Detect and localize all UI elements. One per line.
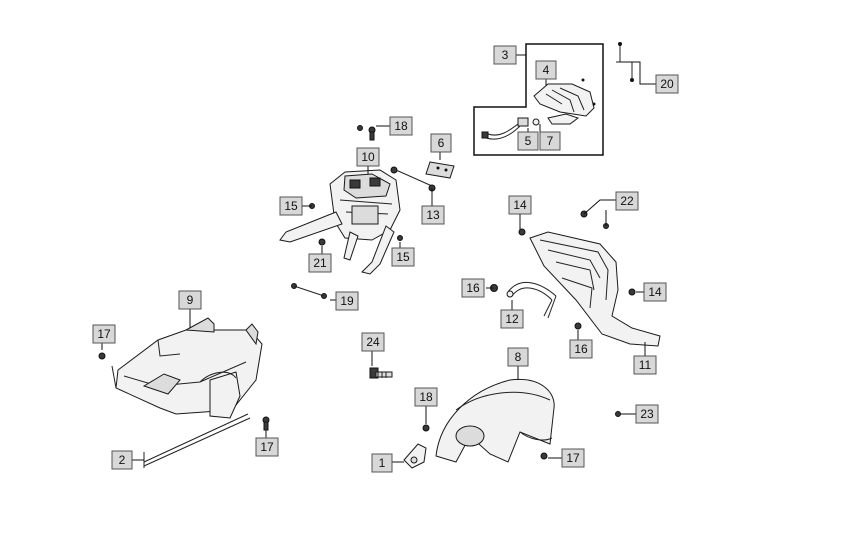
callout-18a: 18 xyxy=(389,116,413,136)
callout-6: 6 xyxy=(430,133,452,153)
callout-16a-text: 16 xyxy=(466,281,480,295)
callout-12-text: 12 xyxy=(505,312,519,326)
callout-14b-text: 14 xyxy=(648,285,662,299)
callout-24: 24 xyxy=(361,332,385,352)
callout-5-text: 5 xyxy=(525,134,532,148)
callout-17a-text: 17 xyxy=(97,327,111,341)
callout-17b-text: 17 xyxy=(260,440,274,454)
callout-16b: 16 xyxy=(569,339,593,359)
callout-23: 23 xyxy=(635,404,659,424)
callout-18a-text: 18 xyxy=(394,119,408,133)
callout-10-text: 10 xyxy=(361,150,375,164)
callout-13: 13 xyxy=(421,205,445,225)
callout-14a-text: 14 xyxy=(513,198,527,212)
callout-1: 1 xyxy=(371,453,393,473)
callout-1-text: 1 xyxy=(379,456,386,470)
callout-5: 5 xyxy=(517,131,539,151)
bolt-24 xyxy=(369,367,393,379)
callout-9: 9 xyxy=(178,290,202,310)
rear-fender-11 xyxy=(529,231,661,347)
callout-4: 4 xyxy=(535,60,557,80)
callout-11-text: 11 xyxy=(639,358,652,372)
callout-3-text: 3 xyxy=(502,48,509,62)
callout-7-text: 7 xyxy=(547,134,554,148)
callout-17b: 17 xyxy=(255,437,279,457)
small-clamp-1 xyxy=(403,443,427,469)
inner-fender-8 xyxy=(435,378,555,463)
callout-15a: 15 xyxy=(279,196,303,216)
callout-19-text: 19 xyxy=(340,294,354,308)
callout-14b: 14 xyxy=(643,282,667,302)
tail-light-inset xyxy=(473,43,604,156)
leader-lines xyxy=(101,54,656,463)
callout-15b: 15 xyxy=(391,247,415,267)
callout-15b-text: 15 xyxy=(396,250,410,264)
callout-7: 7 xyxy=(539,131,561,151)
tail-light-housing xyxy=(533,78,596,117)
callout-8: 8 xyxy=(507,347,529,367)
callout-11: 11 xyxy=(633,355,657,375)
callout-22: 22 xyxy=(615,191,639,211)
callout-17c-text: 17 xyxy=(566,451,580,465)
callout-2: 2 xyxy=(111,450,133,470)
callout-3: 3 xyxy=(493,45,517,65)
callout-14a: 14 xyxy=(508,195,532,215)
callout-16b-text: 16 xyxy=(574,342,588,356)
callout-17c: 17 xyxy=(561,448,585,468)
plate-light-6 xyxy=(425,161,455,179)
callout-18b-text: 18 xyxy=(419,390,433,404)
callout-21: 21 xyxy=(308,253,332,273)
bulb-socket-wiring xyxy=(481,117,540,140)
callout-18b: 18 xyxy=(414,387,438,407)
callout-22-text: 22 xyxy=(620,194,634,208)
plate-bracket-12 xyxy=(506,282,557,319)
callout-21-text: 21 xyxy=(313,256,327,270)
callout-4-text: 4 xyxy=(543,63,550,77)
rear-carrier-bracket xyxy=(279,166,436,275)
lens-part xyxy=(547,113,580,125)
callout-19: 19 xyxy=(335,291,359,311)
callout-8-text: 8 xyxy=(515,350,522,364)
callout-12: 12 xyxy=(500,309,524,329)
callout-17a: 17 xyxy=(92,324,116,344)
callout-20: 20 xyxy=(655,74,679,94)
callout-23-text: 23 xyxy=(640,407,654,421)
callout-9-text: 9 xyxy=(187,293,194,307)
callout-15a-text: 15 xyxy=(284,199,298,213)
callout-6-text: 6 xyxy=(438,136,445,150)
callout-2-text: 2 xyxy=(119,453,126,467)
undercover-9 xyxy=(111,317,263,419)
callout-16a: 16 xyxy=(461,278,485,298)
callout-24-text: 24 xyxy=(366,335,380,349)
callout-20-text: 20 xyxy=(660,77,674,91)
callout-13-text: 13 xyxy=(426,208,440,222)
callout-10: 10 xyxy=(356,147,380,167)
long-rod-2 xyxy=(143,413,251,468)
